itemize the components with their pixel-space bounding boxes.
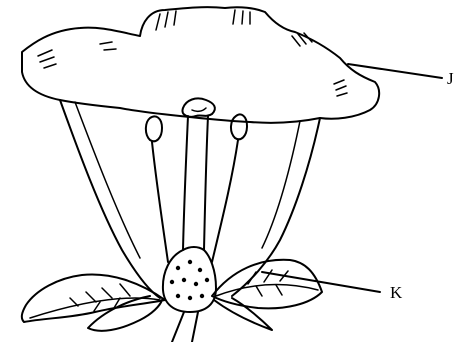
- label-k: K: [390, 283, 403, 302]
- stamen-right-filament: [212, 140, 238, 262]
- style-right: [204, 116, 208, 250]
- ovules: [170, 260, 209, 300]
- stamen-left-filament: [152, 142, 168, 262]
- sepals: [22, 260, 322, 331]
- stigma-cleft: [192, 108, 206, 111]
- corolla-right-inner: [262, 121, 300, 248]
- corolla: [22, 7, 379, 298]
- stamen-left-anther: [146, 116, 162, 141]
- sepal-back-right: [214, 298, 272, 330]
- stamens: [146, 114, 247, 262]
- pedicel: [172, 312, 198, 342]
- pistil: [163, 98, 216, 312]
- label-j: J: [447, 69, 454, 88]
- corolla-left-inner: [75, 102, 140, 258]
- sepal-right-midrib: [216, 285, 318, 296]
- stamen-right-anther: [231, 114, 247, 139]
- petal-veins: [38, 10, 347, 96]
- style-left: [183, 116, 188, 250]
- stigma: [182, 98, 214, 116]
